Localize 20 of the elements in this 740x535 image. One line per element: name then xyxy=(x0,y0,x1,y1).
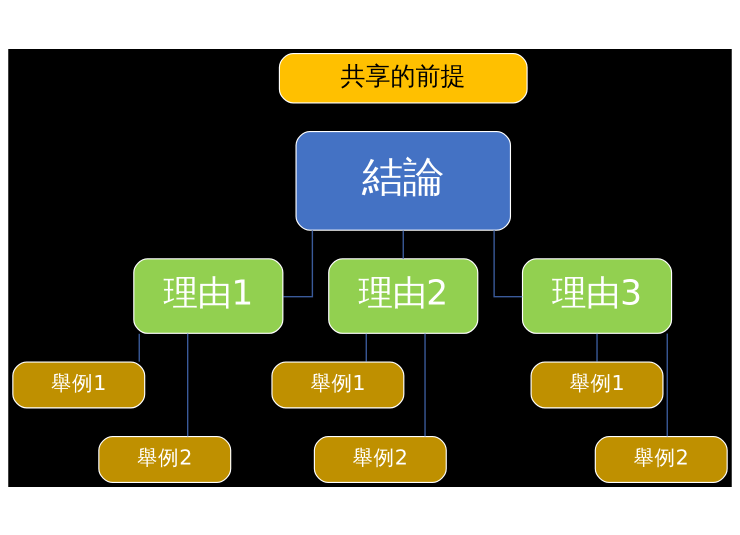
connector xyxy=(666,333,668,436)
connector xyxy=(283,230,314,297)
connector xyxy=(424,333,426,436)
node-box: 舉例1 xyxy=(530,360,664,408)
node-box: 共享的前提 xyxy=(278,52,528,103)
node-box: 理由3 xyxy=(522,258,672,334)
node-box: 理由2 xyxy=(328,258,478,334)
node-box: 舉例2 xyxy=(314,435,447,482)
node-box: 舉例2 xyxy=(594,435,728,482)
node-box: 舉例1 xyxy=(12,360,146,408)
node-box: 結論 xyxy=(295,130,512,230)
node-box: 理由1 xyxy=(133,258,284,334)
connector xyxy=(493,230,522,297)
node-box: 舉例2 xyxy=(98,435,232,482)
connector xyxy=(596,333,598,362)
connector xyxy=(138,333,140,362)
connector xyxy=(366,333,367,362)
node-box: 舉例1 xyxy=(271,360,404,408)
connector xyxy=(402,230,404,258)
connector xyxy=(187,333,188,436)
